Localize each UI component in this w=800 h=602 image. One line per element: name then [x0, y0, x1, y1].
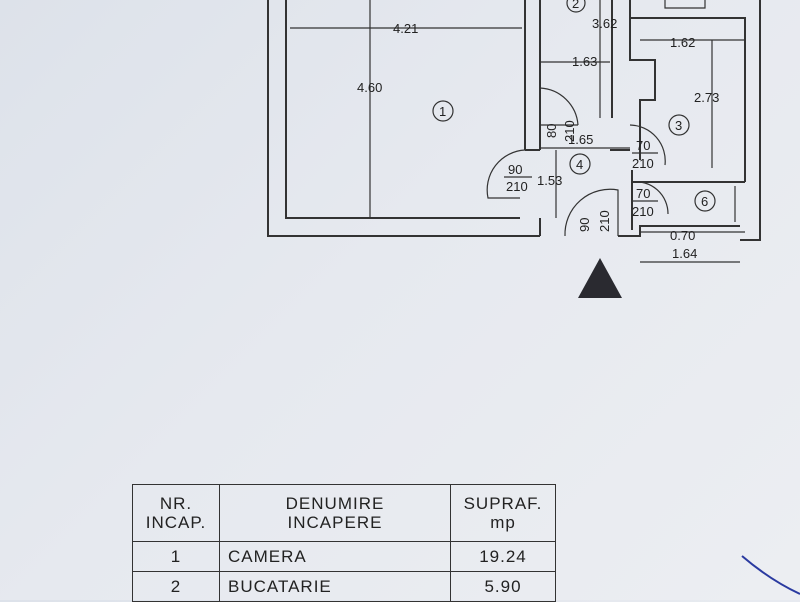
room-marker-2: 2 — [566, 0, 586, 13]
svg-text:70: 70 — [636, 138, 650, 153]
room-marker-6: 6 — [694, 190, 716, 212]
dim-room6-width: 0.70 — [670, 228, 695, 243]
svg-text:70: 70 — [636, 186, 650, 201]
door-label-4: 70 210 — [632, 186, 658, 219]
door-label-5: 90 210 — [577, 210, 612, 232]
room-area-table: NR. INCAP. DENUMIRE INCAPERE SUPRAF. mp … — [132, 484, 556, 602]
door-swings — [486, 87, 669, 237]
svg-text:90: 90 — [508, 162, 522, 177]
dim-room6-bottom: 1.64 — [672, 246, 697, 261]
door-label-2: 90 210 — [504, 162, 532, 194]
svg-text:6: 6 — [701, 194, 708, 209]
svg-text:210: 210 — [597, 210, 612, 232]
cell-area: 19.24 — [450, 541, 556, 572]
cell-name: BUCATARIE — [219, 571, 451, 602]
dim-room2-height: 3.62 — [592, 16, 617, 31]
room-marker-4: 4 — [569, 153, 591, 175]
door-label-1: 80 210 — [544, 120, 577, 142]
dim-room1-height: 4.60 — [357, 80, 382, 95]
dimension-lines — [290, 0, 745, 263]
dim-room2-width: 1.63 — [572, 54, 597, 69]
svg-text:4: 4 — [576, 157, 583, 172]
pen-mark — [741, 555, 800, 595]
room-marker-1: 1 — [432, 100, 454, 122]
svg-text:2: 2 — [572, 0, 579, 11]
dim-room1-width: 4.21 — [393, 21, 418, 36]
svg-text:210: 210 — [562, 120, 577, 142]
entrance-arrow-icon — [578, 258, 622, 298]
walls — [267, 0, 761, 241]
room-marker-3: 3 — [668, 114, 690, 136]
svg-text:90: 90 — [577, 218, 592, 232]
svg-text:3: 3 — [675, 118, 682, 133]
svg-text:210: 210 — [632, 204, 654, 219]
dim-room3-width: 1.62 — [670, 35, 695, 50]
cell-area: 5.90 — [450, 571, 556, 602]
cell-nr: 2 — [132, 571, 220, 602]
dim-room3-height: 2.73 — [694, 90, 719, 105]
cell-nr: 1 — [132, 541, 220, 572]
header-name: DENUMIRE INCAPERE — [219, 484, 451, 542]
cell-name: CAMERA — [219, 541, 451, 572]
dim-hall-width: 1.65 — [568, 132, 593, 147]
svg-text:80: 80 — [544, 124, 559, 138]
svg-text:1: 1 — [439, 104, 446, 119]
table-row: 1 CAMERA 19.24 — [132, 541, 556, 572]
dim-hall-height: 1.53 — [537, 173, 562, 188]
door-label-3: 70 210 — [632, 138, 658, 171]
header-nr: NR. INCAP. — [132, 484, 220, 542]
table-header-row: NR. INCAP. DENUMIRE INCAPERE SUPRAF. mp — [132, 484, 556, 542]
svg-text:210: 210 — [632, 156, 654, 171]
svg-text:210: 210 — [506, 179, 528, 194]
table-row: 2 BUCATARIE 5.90 — [132, 571, 556, 602]
header-area: SUPRAF. mp — [450, 484, 556, 542]
